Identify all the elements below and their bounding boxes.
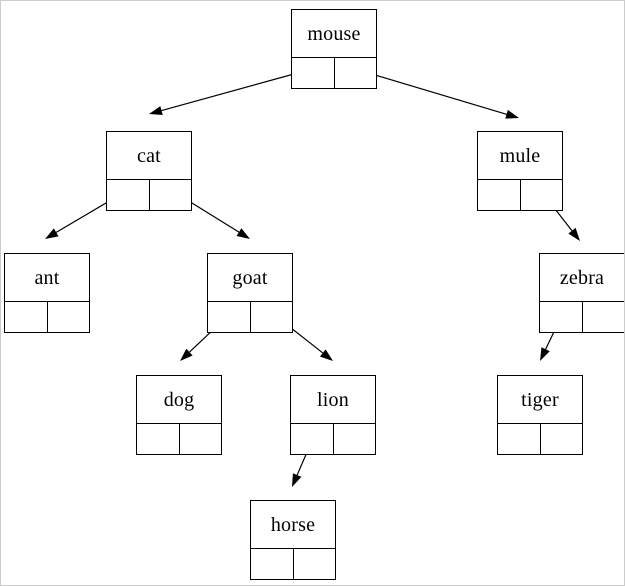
arrowhead	[236, 228, 250, 239]
tree-node-ant[interactable]: ant	[4, 253, 90, 333]
tree-node-tiger[interactable]: tiger	[497, 375, 583, 455]
tree-node-pointers	[498, 424, 582, 454]
tree-node-pointers	[5, 302, 89, 332]
tree-node-goat[interactable]: goat	[207, 253, 293, 333]
left-pointer-cell	[540, 302, 583, 332]
tree-node-horse[interactable]: horse	[250, 500, 336, 580]
tree-node-label: goat	[208, 254, 292, 302]
left-pointer-cell	[251, 549, 294, 579]
tree-node-pointers	[107, 180, 191, 210]
tree-edge-mouse-to-cat	[149, 68, 313, 115]
tree-node-pointers	[137, 424, 221, 454]
tree-node-pointers	[478, 180, 562, 210]
tree-node-label: tiger	[498, 376, 582, 424]
arrowhead	[292, 473, 302, 487]
tree-node-label: mule	[478, 132, 562, 180]
tree-node-label: cat	[107, 132, 191, 180]
right-pointer-cell	[150, 180, 192, 210]
arrowhead	[568, 227, 580, 241]
tree-node-mule[interactable]: mule	[477, 131, 563, 211]
right-pointer-cell	[180, 424, 222, 454]
right-pointer-cell	[521, 180, 563, 210]
arrowhead	[180, 348, 193, 361]
left-pointer-cell	[498, 424, 541, 454]
tree-node-label: horse	[251, 501, 335, 549]
left-pointer-cell	[291, 424, 334, 454]
tree-node-label: lion	[291, 376, 375, 424]
arrowhead	[540, 347, 550, 361]
left-pointer-cell	[107, 180, 150, 210]
arrowhead	[149, 106, 163, 115]
right-pointer-cell	[335, 58, 377, 88]
tree-node-pointers	[208, 302, 292, 332]
tree-node-pointers	[292, 58, 376, 88]
right-pointer-cell	[251, 302, 293, 332]
left-pointer-cell	[208, 302, 251, 332]
right-pointer-cell	[294, 549, 336, 579]
tree-node-pointers	[251, 549, 335, 579]
tree-node-label: mouse	[292, 10, 376, 58]
right-pointer-cell	[48, 302, 90, 332]
left-pointer-cell	[478, 180, 521, 210]
tree-node-dog[interactable]: dog	[136, 375, 222, 455]
tree-node-label: dog	[137, 376, 221, 424]
tree-edge-mouse-to-mule	[354, 68, 519, 119]
tree-node-mouse[interactable]: mouse	[291, 9, 377, 89]
arrowhead	[45, 228, 59, 239]
tree-node-pointers	[291, 424, 375, 454]
arrowhead	[505, 109, 519, 119]
tree-node-lion[interactable]: lion	[290, 375, 376, 455]
tree-node-cat[interactable]: cat	[106, 131, 192, 211]
right-pointer-cell	[541, 424, 583, 454]
tree-node-label: zebra	[540, 254, 624, 302]
left-pointer-cell	[292, 58, 335, 88]
left-pointer-cell	[5, 302, 48, 332]
right-pointer-cell	[334, 424, 376, 454]
arrowhead	[319, 349, 333, 361]
left-pointer-cell	[137, 424, 180, 454]
right-pointer-cell	[583, 302, 625, 332]
tree-node-zebra[interactable]: zebra	[539, 253, 624, 333]
tree-node-label: ant	[5, 254, 89, 302]
tree-node-pointers	[540, 302, 624, 332]
